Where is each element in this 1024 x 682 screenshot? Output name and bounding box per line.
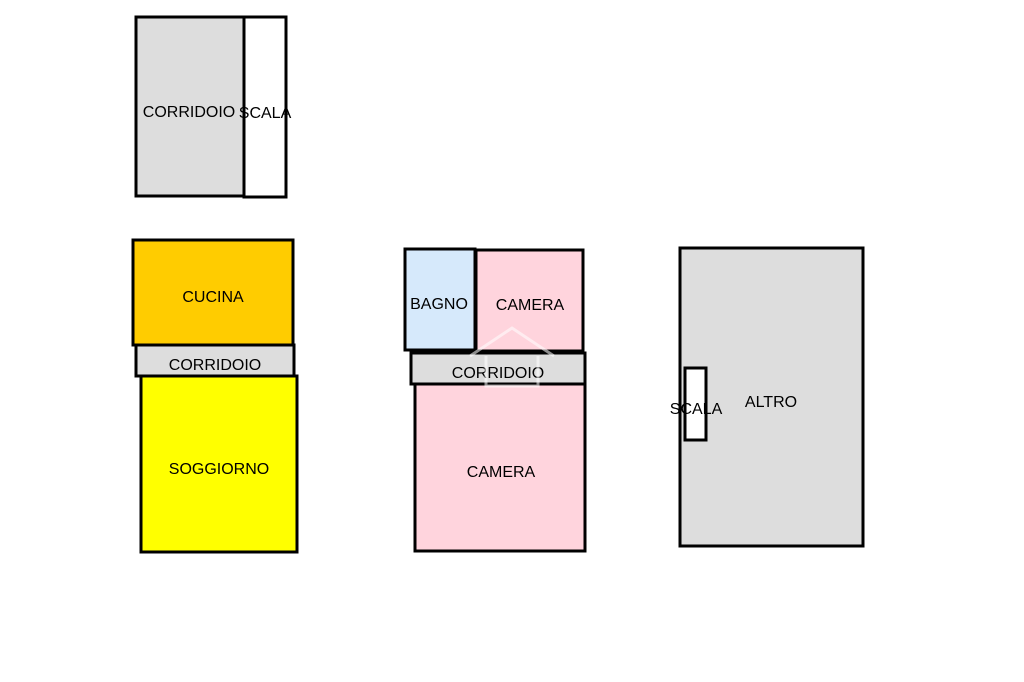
living-room — [139, 374, 299, 554]
corridor-label-middle: CORRIDOIO — [452, 365, 544, 382]
left-block: CUCINA CORRIDOIO SOGGIORNO — [131, 238, 299, 554]
corridor-room-left — [134, 343, 296, 378]
other-label: ALTRO — [745, 394, 797, 411]
watermark-house-icon — [469, 326, 555, 388]
bath-room — [403, 247, 477, 352]
stair-label-upper: SCALA — [239, 105, 292, 122]
corridor-room-upper — [134, 15, 246, 198]
right-block: SCALA ALTRO — [670, 246, 865, 548]
middle-block: BAGNO CAMERA CORRIDOIO CAMERA — [403, 247, 587, 553]
other-room — [678, 246, 865, 548]
stair-room-right — [683, 366, 708, 442]
corridor-label-left: CORRIDOIO — [169, 357, 261, 374]
bedroom-label-bottom: CAMERA — [467, 464, 536, 481]
bedroom-label-top: CAMERA — [496, 297, 565, 314]
upper-block: CORRIDOIO SCALA — [134, 15, 292, 199]
bedroom-room-top — [474, 248, 585, 353]
stair-room-upper — [242, 15, 288, 199]
stair-label-right: SCALA — [670, 401, 723, 418]
corridor-room-middle — [409, 351, 587, 386]
corridor-label-upper: CORRIDOIO — [143, 104, 235, 121]
bedroom-room-bottom — [413, 382, 587, 553]
bath-label: BAGNO — [410, 296, 468, 313]
living-label: SOGGIORNO — [169, 461, 269, 478]
kitchen-label: CUCINA — [182, 289, 244, 306]
